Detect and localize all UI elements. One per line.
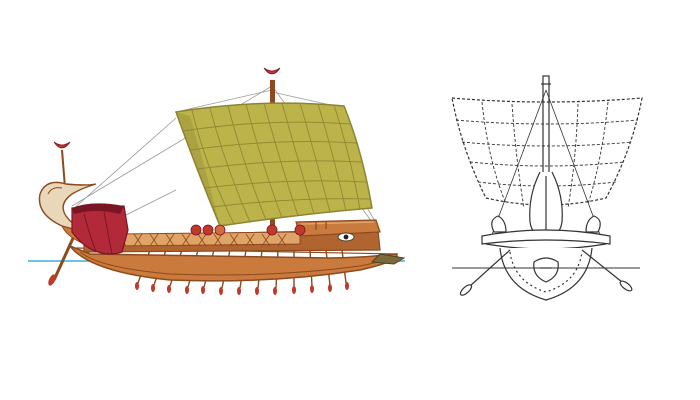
front-view-sail <box>451 97 643 206</box>
stern-canopy-cloth <box>71 203 129 255</box>
bronze-ram <box>370 253 406 265</box>
oar-blades <box>135 282 349 295</box>
deck-shields <box>190 224 306 236</box>
mast-crescent-ornament <box>263 67 281 75</box>
ship-hull <box>67 219 406 282</box>
front-view-hull <box>499 247 593 301</box>
stern-crescent-ornament <box>53 141 71 149</box>
trireme-side-view <box>28 67 406 295</box>
front-view-deck <box>481 229 611 245</box>
trireme-front-view <box>451 75 643 301</box>
main-sail <box>174 102 373 227</box>
bow-eye <box>337 232 355 242</box>
steering-oar <box>52 235 76 281</box>
